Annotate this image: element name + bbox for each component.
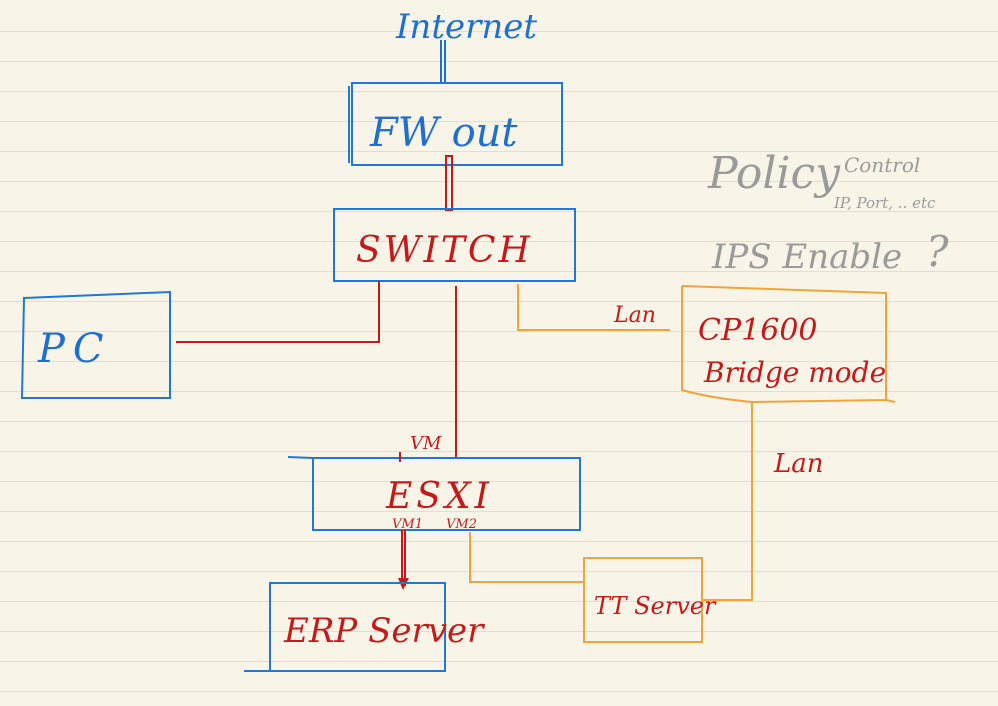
cp1600-node: CP1600 Bridge mode	[681, 285, 896, 404]
fw-out-node: FW out	[348, 82, 563, 166]
cp1600-label: CP1600	[698, 313, 818, 348]
ip-port-note: IP, Port, .. etc	[833, 194, 936, 212]
cp1600-mode-label: Bridge mode	[703, 356, 886, 389]
switch-cp-link	[517, 284, 670, 331]
tt-server-node: TT Server	[583, 557, 717, 643]
policy-notes: Policy Control IP, Port, .. etc IPS Enab…	[707, 148, 949, 277]
internet-uplink	[440, 40, 446, 82]
cp-tt-link	[702, 402, 753, 601]
internet-label: Internet	[395, 7, 537, 47]
esxi-erp-link	[401, 530, 406, 586]
ips-enable-note: IPS Enable	[711, 237, 902, 277]
erp-server-label: ERP Server	[283, 611, 485, 651]
vm-label: VM	[410, 433, 442, 454]
question-note: ?	[926, 227, 949, 276]
fw-out-label: FW out	[369, 110, 518, 156]
policy-note: Policy	[707, 148, 841, 199]
vm2-label: VM2	[446, 517, 477, 532]
lan-top-label: Lan	[613, 303, 656, 328]
pc-node: PC	[20, 290, 171, 399]
esxi-label: ESXI	[385, 476, 493, 517]
switch-node: SWITCH	[333, 208, 576, 282]
vm1-label: VM1	[392, 517, 423, 532]
switch-label: SWITCH	[356, 230, 533, 271]
tt-server-label: TT Server	[594, 592, 717, 620]
lan-right-label: Lan	[773, 449, 824, 479]
erp-server-node: ERP Server	[244, 582, 485, 672]
esxi-tt-link	[469, 532, 584, 583]
switch-pc-link	[176, 281, 380, 343]
esxi-node: VM ESXI VM1 VM2	[287, 433, 581, 532]
control-note: Control	[844, 153, 920, 177]
pc-label: PC	[37, 326, 112, 372]
